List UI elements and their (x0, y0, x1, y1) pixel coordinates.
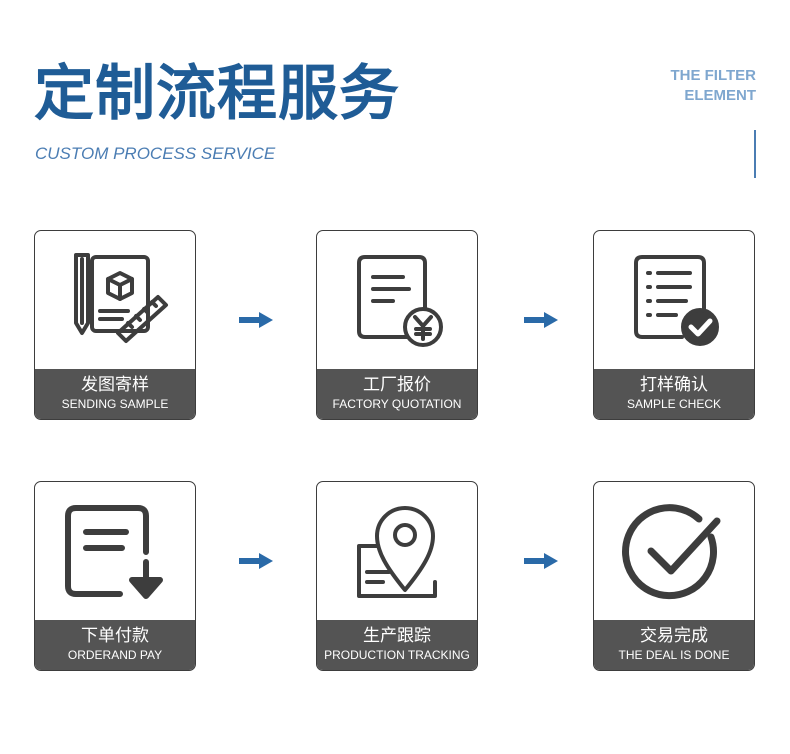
step-label: 打样确认 SAMPLE CHECK (594, 369, 754, 419)
corner-caption: THE FILTER ELEMENT (670, 66, 756, 106)
step-title-cn: 下单付款 (81, 626, 149, 646)
step-card-sample-check: 打样确认 SAMPLE CHECK (593, 230, 755, 420)
checklist-check-icon (594, 231, 754, 371)
order-download-icon (35, 482, 195, 622)
corner-caption-line-2: ELEMENT (684, 87, 756, 104)
step-title-en: SAMPLE CHECK (626, 397, 722, 411)
step-label: 生产跟踪 PRODUCTION TRACKING (317, 620, 477, 670)
step-label: 工厂报价 FACTORY QUOTATION (317, 369, 477, 419)
step-card-deal-done: 交易完成 THE DEAL IS DONE (593, 481, 755, 671)
step-card-factory-quotation: 工厂报价 FACTORY QUOTATION (316, 230, 478, 420)
step-label: 下单付款 ORDERAND PAY (35, 620, 195, 670)
step-title-en: ORDERAND PAY (67, 648, 163, 662)
step-title-en: SENDING SAMPLE (61, 397, 169, 411)
step-title-cn: 打样确认 (640, 375, 708, 395)
page-subtitle: CUSTOM PROCESS SERVICE (35, 144, 276, 163)
step-card-production-tracking: 生产跟踪 PRODUCTION TRACKING (316, 481, 478, 671)
corner-divider (754, 130, 756, 178)
step-title-en: FACTORY QUOTATION (332, 397, 462, 411)
arrow-right-icon (239, 553, 273, 569)
step-title-en: PRODUCTION TRACKING (324, 648, 470, 662)
step-title-cn: 发图寄样 (81, 375, 149, 395)
page-title: 定制流程服务 (34, 59, 400, 129)
check-circle-icon (594, 482, 754, 622)
blueprint-ruler-icon (35, 231, 195, 371)
location-pin-icon (317, 482, 477, 622)
step-card-order-and-pay: 下单付款 ORDERAND PAY (34, 481, 196, 671)
arrow-right-icon (524, 553, 558, 569)
step-title-cn: 交易完成 (640, 626, 708, 646)
step-label: 交易完成 THE DEAL IS DONE (594, 620, 754, 670)
corner-caption-line-1: THE FILTER (670, 67, 756, 84)
arrow-right-icon (239, 312, 273, 328)
step-title-cn: 生产跟踪 (363, 626, 431, 646)
quotation-yen-icon (317, 231, 477, 371)
step-label: 发图寄样 SENDING SAMPLE (35, 369, 195, 419)
step-title-en: THE DEAL IS DONE (618, 648, 730, 662)
step-title-cn: 工厂报价 (363, 375, 431, 395)
arrow-right-icon (524, 312, 558, 328)
step-card-sending-sample: 发图寄样 SENDING SAMPLE (34, 230, 196, 420)
